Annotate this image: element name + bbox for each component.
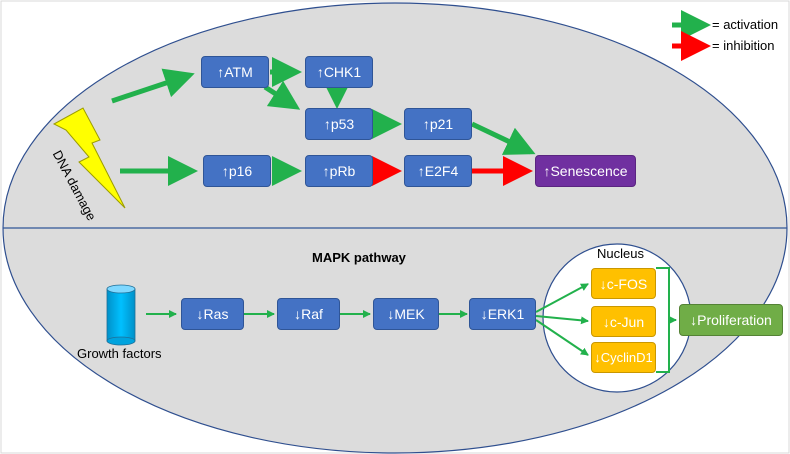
node-cjun: ↓c-Jun: [591, 306, 656, 337]
mapk-pathway-title: MAPK pathway: [312, 250, 406, 265]
arrow-erk1-cjun: [535, 315, 589, 325]
node-p21: ↑p21: [404, 108, 472, 140]
node-cyclind1: ↓CyclinD1: [591, 342, 656, 373]
legend-inhibition-label: = inhibition: [712, 38, 775, 53]
lightning-icon: [52, 107, 126, 209]
arrow-p21-senescence: [470, 121, 536, 155]
node-prb: ↑pRb: [305, 155, 373, 187]
node-erk1: ↓ERK1: [469, 298, 536, 330]
growth-factor-cylinder-icon: [106, 284, 136, 346]
arrow-erk1-cfos: [535, 283, 589, 313]
growth-factors-label: Growth factors: [77, 346, 162, 361]
node-proliferation: ↓Proliferation: [679, 304, 783, 336]
arrow-damage-atm: [111, 68, 195, 104]
node-p16: ↑p16: [203, 155, 271, 187]
node-senescence: ↑Senescence: [535, 155, 636, 187]
node-chk1: ↑CHK1: [305, 56, 373, 88]
arrow-erk1-cyclind1: [535, 319, 589, 356]
node-mek: ↓MEK: [373, 298, 439, 330]
nucleus-label: Nucleus: [597, 246, 644, 261]
node-raf: ↓Raf: [277, 298, 340, 330]
arrow-atm-p53: [263, 80, 301, 110]
node-atm: ↑ATM: [201, 56, 269, 88]
node-ras: ↓Ras: [181, 298, 244, 330]
node-e2f4: ↑E2F4: [404, 155, 472, 187]
legend-activation-label: = activation: [712, 17, 779, 32]
node-cfos: ↓c-FOS: [591, 268, 656, 299]
node-p53: ↑p53: [305, 108, 373, 140]
